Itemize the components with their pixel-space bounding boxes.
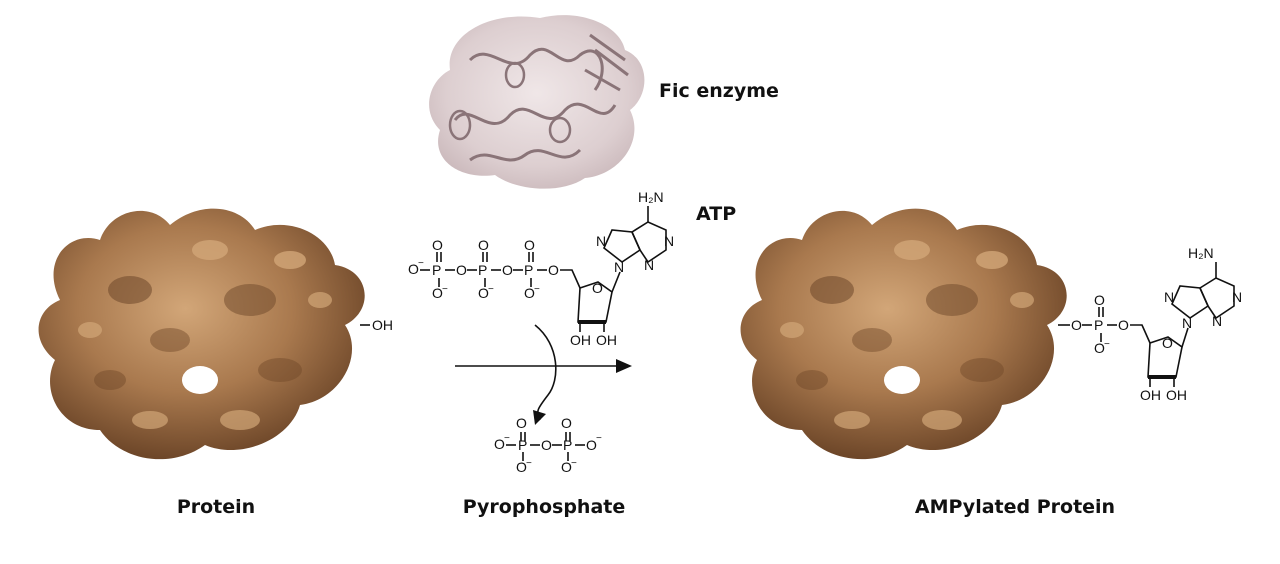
protein-oh-label: OH — [372, 317, 393, 333]
atp-p2-o-top: O — [478, 237, 489, 253]
ampylated-protein-structure — [740, 208, 1067, 460]
atp-bridge-o1: O — [456, 262, 467, 278]
atp-oh-1: OH — [570, 332, 591, 348]
fic-enzyme-label: Fic enzyme — [659, 80, 779, 102]
protein-label: Protein — [177, 496, 255, 518]
ppi-p2: P — [563, 437, 572, 453]
amp-n7: N — [1164, 289, 1174, 305]
amp-p-o-bottom: O — [1094, 340, 1105, 356]
ppi-o-bottom-1: O — [516, 459, 527, 475]
ppi-bridge-o: O — [541, 437, 552, 453]
ppi-o-top-2: O — [561, 415, 572, 431]
atp-o-terminal: O — [408, 261, 419, 277]
atp-p3-o-top: O — [524, 237, 535, 253]
ppi-o-right: O — [586, 437, 597, 453]
protein-structure — [38, 208, 365, 460]
fic-enzyme-structure — [429, 15, 645, 189]
atp-charge-2: − — [442, 284, 448, 295]
amp-group-structure: O P O O − O O OH OH N N N N H₂N — [1058, 245, 1242, 403]
ppi-charge-3: − — [571, 458, 577, 469]
amp-oh-2: OH — [1166, 387, 1187, 403]
ppi-charge-1: − — [504, 433, 510, 444]
atp-ester-o: O — [548, 262, 559, 278]
atp-charge-1: − — [418, 258, 424, 269]
atp-charge-3: − — [488, 284, 494, 295]
ampylated-protein-label: AMPylated Protein — [915, 496, 1115, 518]
atp-p2-o-bottom: O — [478, 285, 489, 301]
ppi-o-bottom-2: O — [561, 459, 572, 475]
atp-charge-4: − — [534, 284, 540, 295]
amp-p-o-top: O — [1094, 292, 1105, 308]
atp-n9: N — [614, 259, 624, 275]
ppi-charge-4: − — [596, 433, 602, 444]
amp-o-link: O — [1071, 317, 1082, 333]
atp-p3: P — [524, 262, 533, 278]
atp-n3: N — [644, 257, 654, 273]
amp-charge: − — [1104, 339, 1110, 350]
atp-structure: O − P O O − O P O O − O P O O − O O — [408, 189, 674, 348]
amp-n1: N — [1232, 289, 1242, 305]
atp-bridge-o2: O — [502, 262, 513, 278]
reaction-arrow — [455, 324, 632, 425]
atp-p1: P — [432, 262, 441, 278]
atp-nh2: H₂N — [638, 189, 664, 205]
atp-p1-o-bottom: O — [432, 285, 443, 301]
amp-p: P — [1094, 317, 1103, 333]
atp-p3-o-bottom: O — [524, 285, 535, 301]
atp-p1-o-top: O — [432, 237, 443, 253]
ppi-p1: P — [518, 437, 527, 453]
pyrophosphate-label: Pyrophosphate — [463, 496, 626, 518]
amp-nh2: H₂N — [1188, 245, 1214, 261]
ppi-charge-2: − — [526, 458, 532, 469]
pyrophosphate-structure: O O − P O − O P O O − O − — [494, 415, 602, 475]
ppi-o-top-1: O — [516, 415, 527, 431]
atp-n7: N — [596, 233, 606, 249]
atp-ribose-o: O — [592, 280, 603, 296]
amp-ribose-o: O — [1162, 335, 1173, 351]
atp-label: ATP — [696, 203, 736, 225]
ppi-o-left: O — [494, 436, 505, 452]
atp-n1: N — [664, 233, 674, 249]
atp-oh-2: OH — [596, 332, 617, 348]
amp-oh-1: OH — [1140, 387, 1161, 403]
amp-n9: N — [1182, 315, 1192, 331]
amp-n3: N — [1212, 313, 1222, 329]
amp-ester-o: O — [1118, 317, 1129, 333]
atp-p2: P — [478, 262, 487, 278]
